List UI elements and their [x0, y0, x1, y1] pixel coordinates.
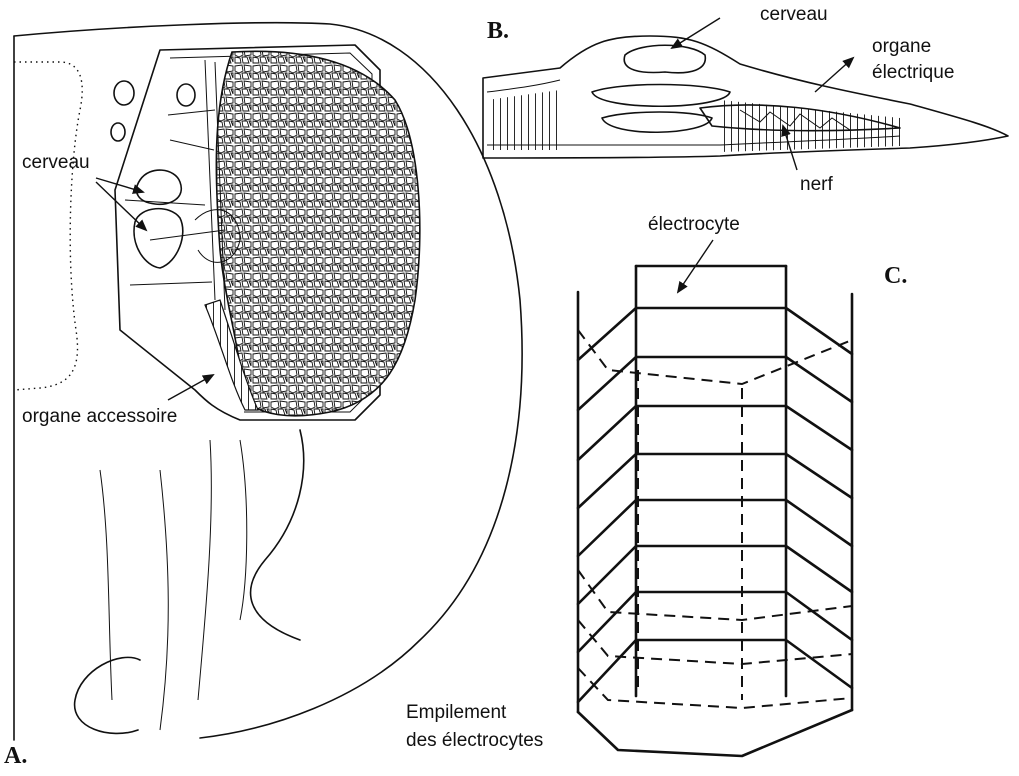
electric-organ-cells — [216, 51, 420, 416]
arrow-b-organe-electrique — [815, 58, 853, 92]
arrow-a-organe-accessoire — [168, 375, 213, 400]
label-c-electrocyte: électrocyte — [648, 214, 740, 235]
eye-icons — [111, 81, 195, 141]
electrocyte-plates — [578, 308, 852, 756]
brain-lobes — [134, 170, 183, 268]
panel-b-cross-section: cerveau organe électrique nerf B. — [483, 4, 1008, 195]
panel-label-c: C. — [884, 263, 907, 289]
arrow-a-cerveau-bottom — [96, 182, 146, 230]
label-a-organe-accessoire: organe accessoire — [22, 406, 177, 427]
panel-c-electrocyte-stack: électrocyte Empilement des électrocytes … — [406, 214, 907, 756]
dissection-window — [115, 45, 420, 420]
label-b-electrique: électrique — [872, 62, 954, 83]
label-b-cerveau: cerveau — [760, 4, 828, 25]
hidden-plate-edges — [578, 330, 852, 708]
label-b-organe: organe — [872, 36, 931, 57]
label-a-cerveau: cerveau — [22, 152, 90, 173]
panel-label-b: B. — [487, 18, 509, 44]
column-edges — [578, 266, 852, 712]
label-c-des-electrocytes: des électrocytes — [406, 730, 543, 751]
arrow-b-cerveau — [672, 18, 720, 48]
panel-a-torpedo-dissection: cerveau organe accessoire A. — [4, 23, 522, 769]
pectoral-fin-outline — [14, 62, 82, 390]
ventral-stripes — [487, 90, 900, 152]
b-brain — [624, 45, 705, 73]
label-b-nerf: nerf — [800, 174, 833, 195]
arrow-a-cerveau-top — [96, 178, 143, 192]
panel-label-a: A. — [4, 743, 27, 769]
label-c-empilement: Empilement — [406, 702, 507, 723]
